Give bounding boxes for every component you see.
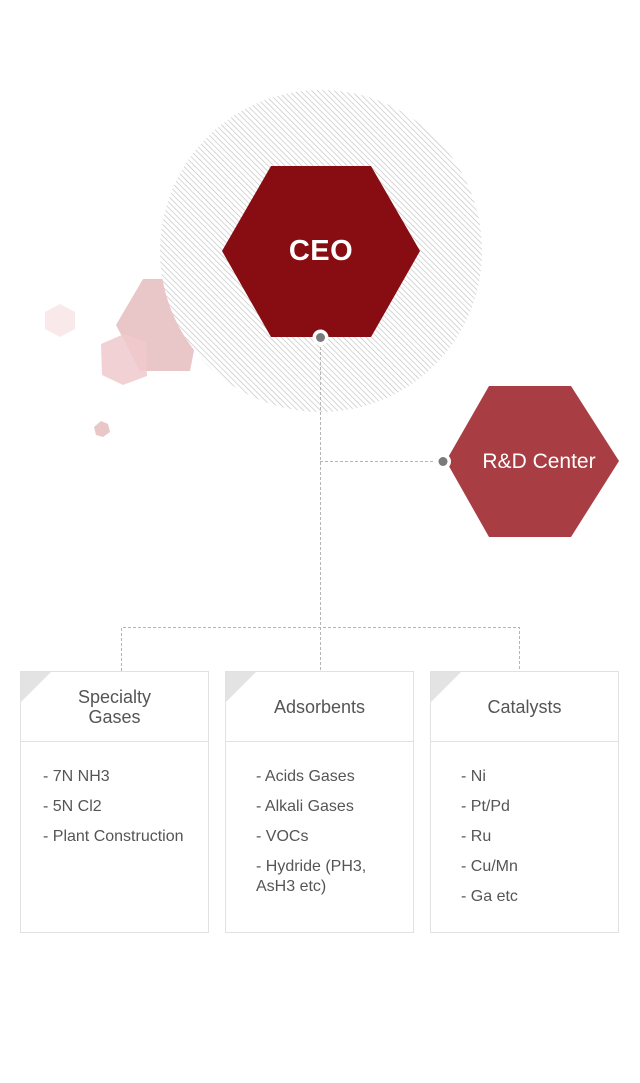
division-item-list: - 7N NH3 - 5N Cl2 - Plant Construction <box>21 742 208 847</box>
division-item-list: - Ni - Pt/Pd - Ru - Cu/Mn - Ga etc <box>431 742 618 907</box>
decor-hexagon-small <box>45 304 75 337</box>
ceo-hexagon[interactable] <box>222 166 420 337</box>
card-corner-triangle <box>226 672 256 702</box>
decor-hexagon-medium <box>101 334 147 385</box>
list-item: - Plant Construction <box>43 828 184 845</box>
rd-center-label: R&D Center <box>482 449 596 473</box>
card-corner-triangle <box>21 672 51 702</box>
list-item: - VOCs <box>256 828 309 845</box>
division-title: Adsorbents <box>226 672 413 742</box>
division-card-specialty-gases: Specialty Gases - 7N NH3 - 5N Cl2 - Plan… <box>20 671 209 933</box>
card-corner-triangle <box>431 672 461 702</box>
division-title: Specialty Gases <box>21 672 208 742</box>
division-card-adsorbents: Adsorbents - Acids Gases - Alkali Gases … <box>225 671 414 933</box>
list-item: - Alkali Gases <box>256 798 354 815</box>
division-title: Catalysts <box>431 672 618 742</box>
list-item: - Acids Gases <box>256 768 355 785</box>
list-item: - 7N NH3 <box>43 768 110 785</box>
list-item: - 5N Cl2 <box>43 798 102 815</box>
list-item: - Hydride (PH3, AsH3 etc) <box>256 858 367 895</box>
division-card-catalysts: Catalysts - Ni - Pt/Pd - Ru - Cu/Mn - Ga… <box>430 671 619 933</box>
decor-hexagon-tiny <box>94 421 110 437</box>
rd-connector-dot-inner <box>438 457 448 466</box>
division-item-list: - Acids Gases - Alkali Gases - VOCs - Hy… <box>226 742 413 897</box>
list-item: - Cu/Mn <box>461 858 518 875</box>
ceo-label: CEO <box>288 235 354 267</box>
list-item: - Ga etc <box>461 888 518 905</box>
list-item: - Pt/Pd <box>461 798 510 815</box>
ceo-connector-dot-inner <box>316 333 325 342</box>
list-item: - Ru <box>461 828 492 845</box>
connector-divisions <box>121 627 520 671</box>
rd-center-hexagon[interactable] <box>446 386 619 537</box>
list-item: - Ni <box>461 768 486 785</box>
